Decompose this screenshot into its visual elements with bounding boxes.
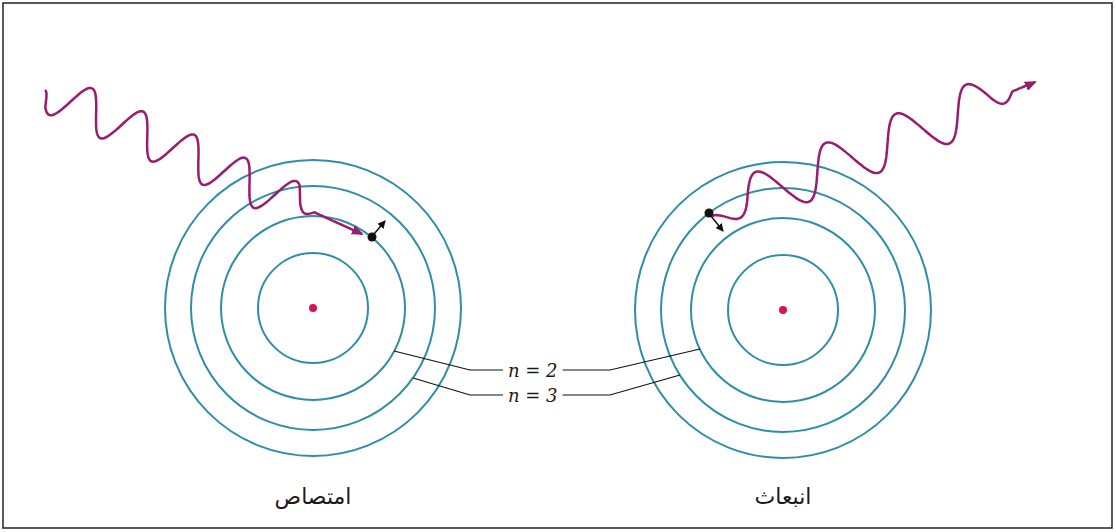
- electron-jump-arrow: [711, 216, 723, 231]
- leader-line: [394, 351, 503, 370]
- left-atom: [165, 160, 461, 456]
- electron: [368, 233, 377, 242]
- leader-line: [563, 349, 700, 370]
- electron-jump-arrow: [374, 221, 385, 234]
- electron: [705, 209, 714, 218]
- process-caption: امتصاص: [275, 484, 352, 509]
- process-caption: انبعاث: [755, 484, 812, 509]
- energy-level-label: n = 3: [508, 385, 558, 406]
- frame-border: [3, 3, 1112, 528]
- nucleus: [309, 304, 317, 312]
- leader-line: [413, 378, 503, 395]
- photon-wave: [712, 82, 1035, 219]
- energy-level-label: n = 2: [508, 360, 558, 381]
- right-atom: [635, 162, 931, 458]
- leader-line: [563, 375, 680, 395]
- photon-wave: [45, 88, 362, 234]
- nucleus: [779, 306, 787, 314]
